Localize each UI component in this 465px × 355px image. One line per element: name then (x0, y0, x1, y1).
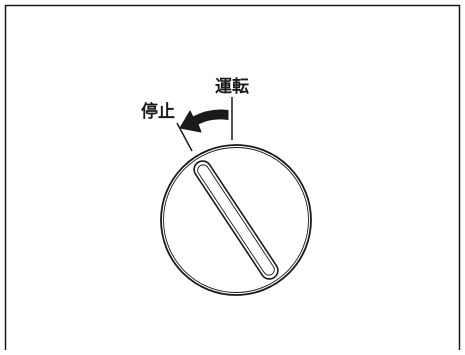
label-run: 運転 (215, 76, 249, 97)
label-stop: 停止 (141, 101, 175, 122)
knob-grip (193, 160, 279, 280)
rotation-arrow-icon (179, 109, 229, 133)
knob-grip-inner (197, 164, 275, 276)
knob-inner-rim (163, 147, 309, 293)
stop-position-tick (176, 122, 193, 152)
knob-grip-outline (193, 160, 279, 280)
frame-border (4, 4, 461, 350)
